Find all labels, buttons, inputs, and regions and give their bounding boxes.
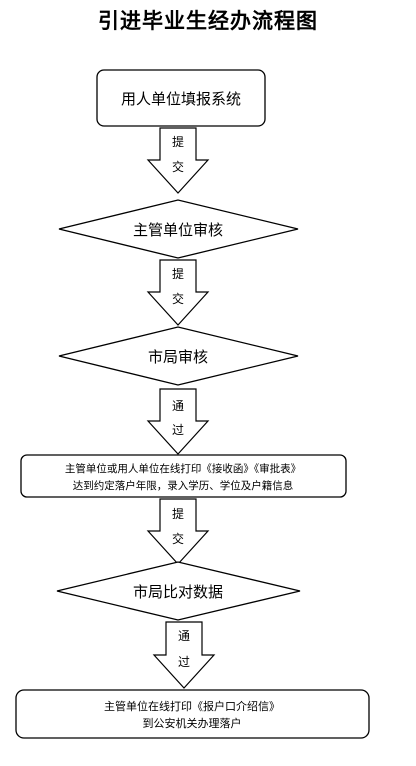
arrow-pass-2-char-1: 通 xyxy=(178,629,190,643)
step-city-review-label: 市局审核 xyxy=(148,348,208,366)
step-data-comparison: 市局比对数据 xyxy=(56,561,301,621)
page-title: 引进毕业生经办流程图 xyxy=(98,8,318,33)
step-print-letters-line-2: 达到约定落户年限，录入学历、学位及户籍信息 xyxy=(73,479,294,492)
step-register-residence-line-1: 主管单位在线打印《报户口介绍信》 xyxy=(104,699,280,713)
arrow-pass-1-char-2: 过 xyxy=(172,423,184,437)
step-print-letters: 主管单位或用人单位在线打印《接收函》《审批表》 达到约定落户年限，录入学历、学位… xyxy=(20,454,347,498)
arrow-pass-2: 通 过 xyxy=(152,621,216,689)
step-fill-system: 用人单位填报系统 xyxy=(96,69,266,127)
step-city-review: 市局审核 xyxy=(58,326,299,386)
step-data-comparison-label: 市局比对数据 xyxy=(133,583,223,601)
step-fill-system-label: 用人单位填报系统 xyxy=(121,90,241,108)
arrow-submit-1-char-1: 提 xyxy=(172,134,184,149)
arrow-submit-2-char-2: 交 xyxy=(172,291,184,306)
step-supervisor-review: 主管单位审核 xyxy=(58,199,299,259)
arrow-submit-1: 提 交 xyxy=(146,127,210,194)
arrow-submit-2: 提 交 xyxy=(146,259,210,326)
arrow-submit-3: 提 交 xyxy=(146,498,210,565)
step-print-letters-line-1: 主管单位或用人单位在线打印《接收函》《审批表》 xyxy=(65,462,301,475)
step-register-residence: 主管单位在线打印《报户口介绍信》 到公安机关办理落户 xyxy=(15,689,370,739)
arrow-pass-2-char-2: 过 xyxy=(178,655,190,669)
step-register-residence-line-2: 到公安机关办理落户 xyxy=(143,716,242,730)
arrow-submit-3-char-2: 交 xyxy=(172,531,184,546)
arrow-submit-1-char-2: 交 xyxy=(172,159,184,174)
arrow-submit-3-char-1: 提 xyxy=(172,506,184,521)
arrow-pass-1-char-1: 通 xyxy=(172,399,184,413)
step-supervisor-review-label: 主管单位审核 xyxy=(133,221,223,239)
arrow-pass-1: 通 过 xyxy=(146,388,210,455)
arrow-submit-2-char-1: 提 xyxy=(172,266,184,281)
